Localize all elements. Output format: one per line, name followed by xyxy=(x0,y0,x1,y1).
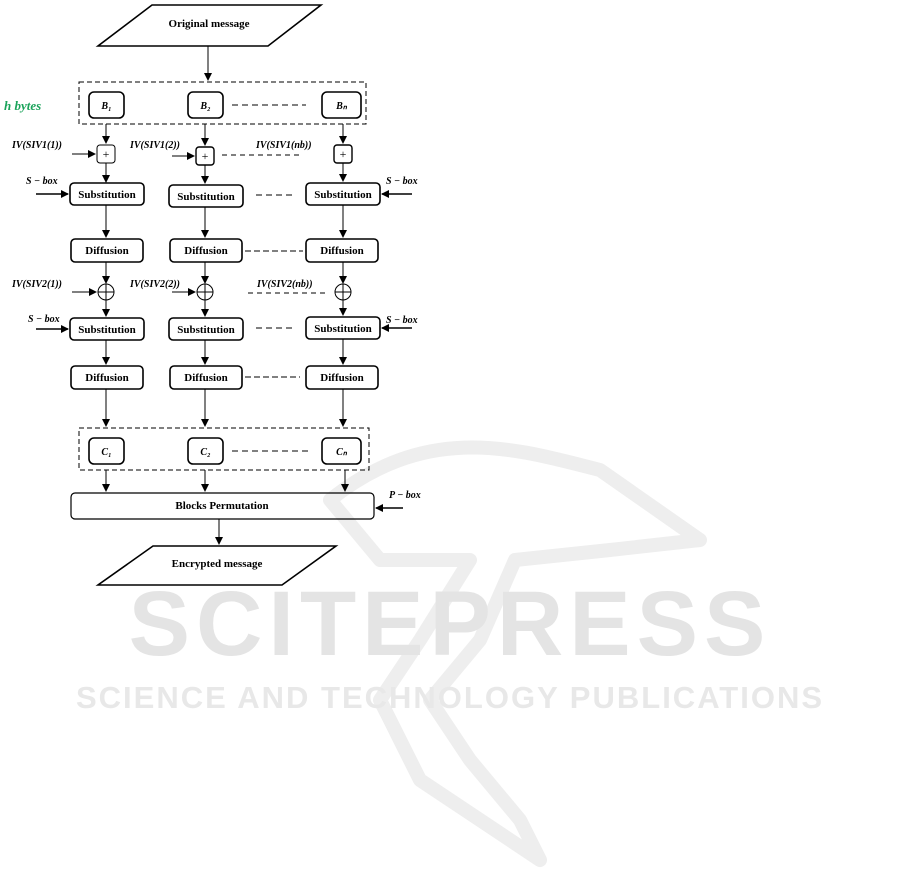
iv2-col3-label: IV(SIV2(nb)) xyxy=(256,279,313,290)
cipher-blocks-group xyxy=(78,427,370,471)
block-b1-label: B₁ xyxy=(100,101,111,112)
watermark-swoosh-shape xyxy=(323,440,707,867)
diffusion-col2-bottom xyxy=(169,365,243,390)
watermark: SCITEPRESS SCIENCE AND TECHNOLOGY PUBLIC… xyxy=(76,440,824,867)
cipher-c1-label: C₁ xyxy=(101,447,111,458)
group-label-h-bytes: h bytes xyxy=(4,98,41,113)
substitution-col2-bottom xyxy=(168,317,244,341)
watermark-main-text: SCITEPRESS xyxy=(129,573,772,675)
diffusion-col2-top xyxy=(169,238,243,263)
substitution-col3-top-label: Substitution xyxy=(314,189,371,201)
diffusion-col1-top xyxy=(70,238,144,263)
iv1-col1-label: IV(SIV1(1)) xyxy=(11,140,62,151)
add-op-col1-symbol: + xyxy=(103,147,110,161)
encrypted-message-shape xyxy=(95,545,339,586)
cipher-c1 xyxy=(88,437,125,465)
iv2-col2-label: IV(SIV2(2)) xyxy=(129,279,180,290)
diffusion-col2-bottom-label: Diffusion xyxy=(184,372,227,384)
substitution-col2-top-label: Substitution xyxy=(177,191,234,203)
cipher-c2-label: C₂ xyxy=(200,447,210,458)
blocks-permutation-label: Blocks Permutation xyxy=(175,500,268,512)
diffusion-col1-bottom-label: Diffusion xyxy=(85,372,128,384)
sbox-label-left-bottom: S − box xyxy=(28,314,60,325)
sbox-label-right-top: S − box xyxy=(386,176,418,187)
diffusion-col3-top-label: Diffusion xyxy=(320,245,363,257)
substitution-col2-top xyxy=(168,184,244,208)
add-op-col2-symbol: + xyxy=(202,149,209,163)
substitution-col1-bottom-label: Substitution xyxy=(78,324,135,336)
original-message-shape xyxy=(95,4,324,47)
input-blocks-group xyxy=(78,81,367,125)
substitution-col1-bottom xyxy=(69,317,145,341)
block-b1 xyxy=(88,91,125,119)
substitution-col3-bottom-label: Substitution xyxy=(314,323,371,335)
watermark-sub-text: SCIENCE AND TECHNOLOGY PUBLICATIONS xyxy=(76,680,824,715)
diffusion-col3-bottom xyxy=(305,365,379,390)
substitution-col2-bottom-label: Substitution xyxy=(177,324,234,336)
block-b2-label: B₂ xyxy=(199,101,210,112)
pbox-label: P − box xyxy=(389,490,421,501)
diffusion-col1-top-label: Diffusion xyxy=(85,245,128,257)
diffusion-col2-top-label: Diffusion xyxy=(184,245,227,257)
original-message-label: Original message xyxy=(169,18,250,30)
sbox-label-right-bottom: S − box xyxy=(386,315,418,326)
block-b2 xyxy=(187,91,224,119)
sbox-label-left-top: S − box xyxy=(26,176,58,187)
diffusion-col3-bottom-label: Diffusion xyxy=(320,372,363,384)
cipher-c2 xyxy=(187,437,224,465)
substitution-col1-top xyxy=(69,182,145,206)
diffusion-col3-top xyxy=(305,238,379,263)
iv2-col1-label: IV(SIV2(1)) xyxy=(11,279,62,290)
cipher-cn-label: Cₙ xyxy=(336,447,348,458)
iv1-col2-label: IV(SIV1(2)) xyxy=(129,140,180,151)
diffusion-col1-bottom xyxy=(70,365,144,390)
block-bn xyxy=(321,91,362,119)
encrypted-message-label: Encrypted message xyxy=(172,558,263,570)
cipher-cn xyxy=(321,437,362,465)
iv1-col3-label: IV(SIV1(nb)) xyxy=(255,140,312,151)
add-op-col3-symbol: + xyxy=(340,147,347,161)
substitution-col1-top-label: Substitution xyxy=(78,189,135,201)
block-bn-label: Bₙ xyxy=(335,101,348,112)
blocks-permutation-box xyxy=(70,492,375,520)
